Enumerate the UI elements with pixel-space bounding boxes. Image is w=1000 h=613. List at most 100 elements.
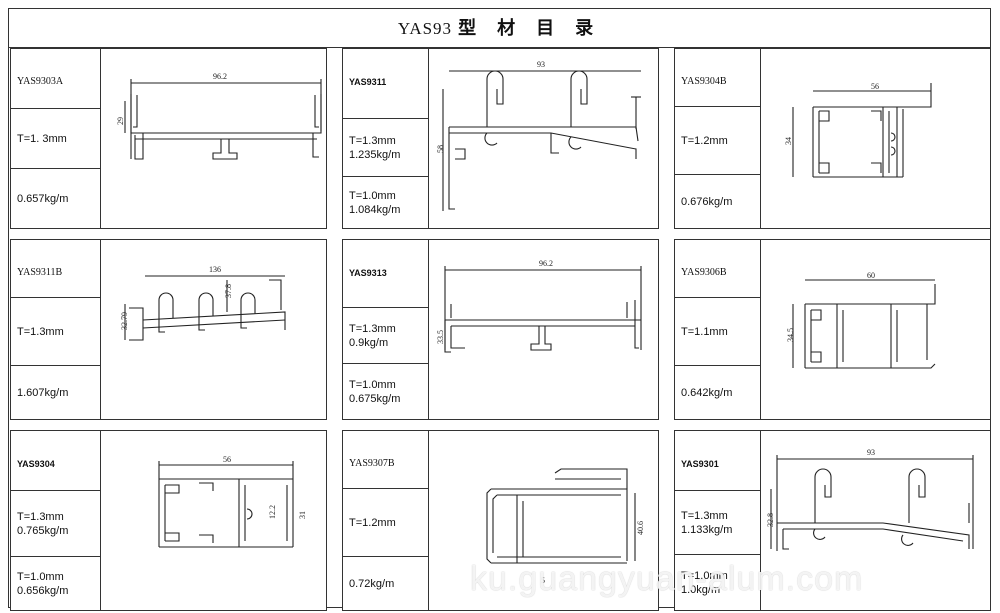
profile-label-column: YAS9303A T=1. 3mm 0.657kg/m bbox=[11, 49, 101, 228]
profile-card-yas9313: YAS9313 T=1.3mm 0.9kg/m T=1.0mm 0.675kg/… bbox=[342, 239, 659, 420]
profile-spec-row: T=1.3mm bbox=[11, 298, 100, 366]
profile-spec-row: T=1.0mm 0.675kg/m bbox=[343, 364, 428, 419]
profile-card-yas9311: YAS9311 T=1.3mm 1.235kg/m T=1.0mm 1.084k… bbox=[342, 48, 659, 229]
dim-height: 33.5 bbox=[436, 330, 445, 344]
profile-drawing: 136 37.8 32.79 bbox=[120, 265, 286, 341]
profile-spec-row: T=1.3mm 0.765kg/m bbox=[11, 491, 100, 557]
profile-card-yas9311b: YAS9311B T=1.3mm 1.607kg/m 136 37.8 32.7… bbox=[10, 239, 327, 420]
spec-line: 0.675kg/m bbox=[349, 392, 401, 405]
spec-line: 1.084kg/m bbox=[349, 203, 401, 216]
profile-name: YAS9313 bbox=[343, 240, 428, 308]
profile-drawing: 56 34 bbox=[784, 82, 932, 178]
profile-label-column: YAS9306B T=1.1mm 0.642kg/m bbox=[675, 240, 761, 419]
dim-height: 40.6 bbox=[636, 521, 645, 535]
profile-name: YAS9301 bbox=[675, 431, 760, 491]
profile-name: YAS9303A bbox=[11, 49, 100, 109]
profile-spec-row: T=1.3mm 1.235kg/m bbox=[343, 119, 428, 177]
spec-line: T=1.2mm bbox=[681, 134, 728, 147]
dim-height: 34 bbox=[784, 137, 793, 145]
profile-spec-row: T=1.0mm 0.656kg/m bbox=[11, 557, 100, 610]
dim-width: 56 bbox=[223, 455, 231, 464]
spec-line: 0.642kg/m bbox=[681, 386, 733, 399]
dim-height-upper: 37.8 bbox=[224, 284, 233, 298]
spec-line: 0.9kg/m bbox=[349, 336, 389, 349]
profile-spec-row: 0.657kg/m bbox=[11, 169, 100, 228]
dim-width: 93 bbox=[867, 448, 875, 457]
profile-label-column: YAS9304 T=1.3mm 0.765kg/m T=1.0mm 0.656k… bbox=[11, 431, 101, 610]
spec-line: T=1.0mm bbox=[349, 378, 396, 391]
profile-name: YAS9304B bbox=[675, 49, 760, 107]
profile-name: YAS9311 bbox=[343, 49, 428, 119]
profile-spec-row: T=1.1mm bbox=[675, 298, 760, 366]
profile-drawing: 96.2 29 bbox=[116, 72, 322, 160]
profile-drawing: 56 12.2 31 bbox=[158, 455, 307, 548]
dim-height: 34.5 bbox=[786, 328, 795, 342]
profile-spec-row: T=1.3mm 0.9kg/m bbox=[343, 308, 428, 364]
spec-line: 1.235kg/m bbox=[349, 148, 401, 161]
spec-line: 0.72kg/m bbox=[349, 577, 395, 590]
spec-line: T=1.3mm bbox=[681, 509, 728, 522]
dim-inner: 12.2 bbox=[268, 505, 277, 519]
spec-line: T=1. 3mm bbox=[17, 132, 67, 145]
profile-card-yas9301: YAS9301 T=1.3mm 1.133kg/m T=1.0mm 1.0kg/… bbox=[674, 430, 991, 611]
profile-spec-row: T=1. 3mm bbox=[11, 109, 100, 169]
spec-line: 1.0kg/m bbox=[681, 583, 721, 596]
profile-label-column: YAS9311B T=1.3mm 1.607kg/m bbox=[11, 240, 101, 419]
dim-height: 32.8 bbox=[766, 513, 775, 527]
profile-spec-row: T=1.0mm 1.0kg/m bbox=[675, 555, 760, 610]
spec-line: 0.765kg/m bbox=[17, 524, 69, 537]
profile-card-yas9303a: YAS9303A T=1. 3mm 0.657kg/m 96.2 29 bbox=[10, 48, 327, 229]
profile-card-yas9307b: YAS9307B T=1.2mm 0.72kg/m 40.6 5 bbox=[342, 430, 659, 611]
catalog-title: YAS93 型 材 目 录 bbox=[8, 8, 991, 48]
spec-line: T=1.1mm bbox=[681, 325, 728, 338]
title-cn: 型 材 目 录 bbox=[458, 18, 602, 38]
profile-label-column: YAS9311 T=1.3mm 1.235kg/m T=1.0mm 1.084k… bbox=[343, 49, 429, 228]
profile-label-column: YAS9307B T=1.2mm 0.72kg/m bbox=[343, 431, 429, 610]
dim-height-side: 32.79 bbox=[120, 312, 129, 330]
spec-line: 1.607kg/m bbox=[17, 386, 69, 399]
profile-drawing: 93 32.8 bbox=[766, 448, 974, 551]
dim-width: 96.2 bbox=[539, 259, 553, 268]
profile-label-column: YAS9301 T=1.3mm 1.133kg/m T=1.0mm 1.0kg/… bbox=[675, 431, 761, 610]
profile-spec-row: 0.72kg/m bbox=[343, 557, 428, 610]
spec-line: T=1.3mm bbox=[17, 325, 64, 338]
profile-spec-row: 1.607kg/m bbox=[11, 366, 100, 419]
dim-height: 31 bbox=[298, 511, 307, 519]
profile-spec-row: 0.676kg/m bbox=[675, 175, 760, 228]
spec-line: 0.657kg/m bbox=[17, 192, 69, 205]
dim-height: 58 bbox=[436, 145, 445, 153]
spec-line: 0.656kg/m bbox=[17, 584, 69, 597]
spec-line: 1.133kg/m bbox=[681, 523, 733, 536]
dim-height: 29 bbox=[116, 117, 125, 125]
dim-width: 136 bbox=[209, 265, 221, 274]
spec-line: T=1.0mm bbox=[681, 569, 728, 582]
dim-width: 96.2 bbox=[213, 72, 227, 81]
dim-width: 56 bbox=[871, 82, 879, 91]
profile-name: YAS9304 bbox=[11, 431, 100, 491]
profile-drawing: 40.6 5 bbox=[486, 468, 645, 585]
profile-card-yas9304b: YAS9304B T=1.2mm 0.676kg/m 56 34 bbox=[674, 48, 991, 229]
spec-line: T=1.0mm bbox=[17, 570, 64, 583]
profile-spec-row: T=1.0mm 1.084kg/m bbox=[343, 177, 428, 228]
dim-width: 93 bbox=[537, 60, 545, 69]
profile-spec-row: T=1.2mm bbox=[675, 107, 760, 175]
profile-label-column: YAS9304B T=1.2mm 0.676kg/m bbox=[675, 49, 761, 228]
spec-line: 0.676kg/m bbox=[681, 195, 733, 208]
spec-line: T=1.3mm bbox=[17, 510, 64, 523]
profile-label-column: YAS9313 T=1.3mm 0.9kg/m T=1.0mm 0.675kg/… bbox=[343, 240, 429, 419]
profile-drawing: 96.2 33.5 bbox=[436, 259, 642, 353]
profile-name: YAS9306B bbox=[675, 240, 760, 298]
profile-spec-row: T=1.2mm bbox=[343, 489, 428, 557]
profile-name: YAS9307B bbox=[343, 431, 428, 489]
profile-card-yas9306b: YAS9306B T=1.1mm 0.642kg/m 60 34.5 bbox=[674, 239, 991, 420]
spec-line: T=1.0mm bbox=[349, 189, 396, 202]
spec-line: T=1.2mm bbox=[349, 516, 396, 529]
dim-lip: 5 bbox=[541, 576, 545, 585]
watermark: ku.guangyuan-alum.com bbox=[470, 560, 864, 598]
profile-name: YAS9311B bbox=[11, 240, 100, 298]
dim-width: 60 bbox=[867, 271, 875, 280]
profile-drawing: 60 34.5 bbox=[786, 271, 936, 369]
spec-line: T=1.3mm bbox=[349, 322, 396, 335]
profile-spec-row: 0.642kg/m bbox=[675, 366, 760, 419]
spec-line: T=1.3mm bbox=[349, 134, 396, 147]
